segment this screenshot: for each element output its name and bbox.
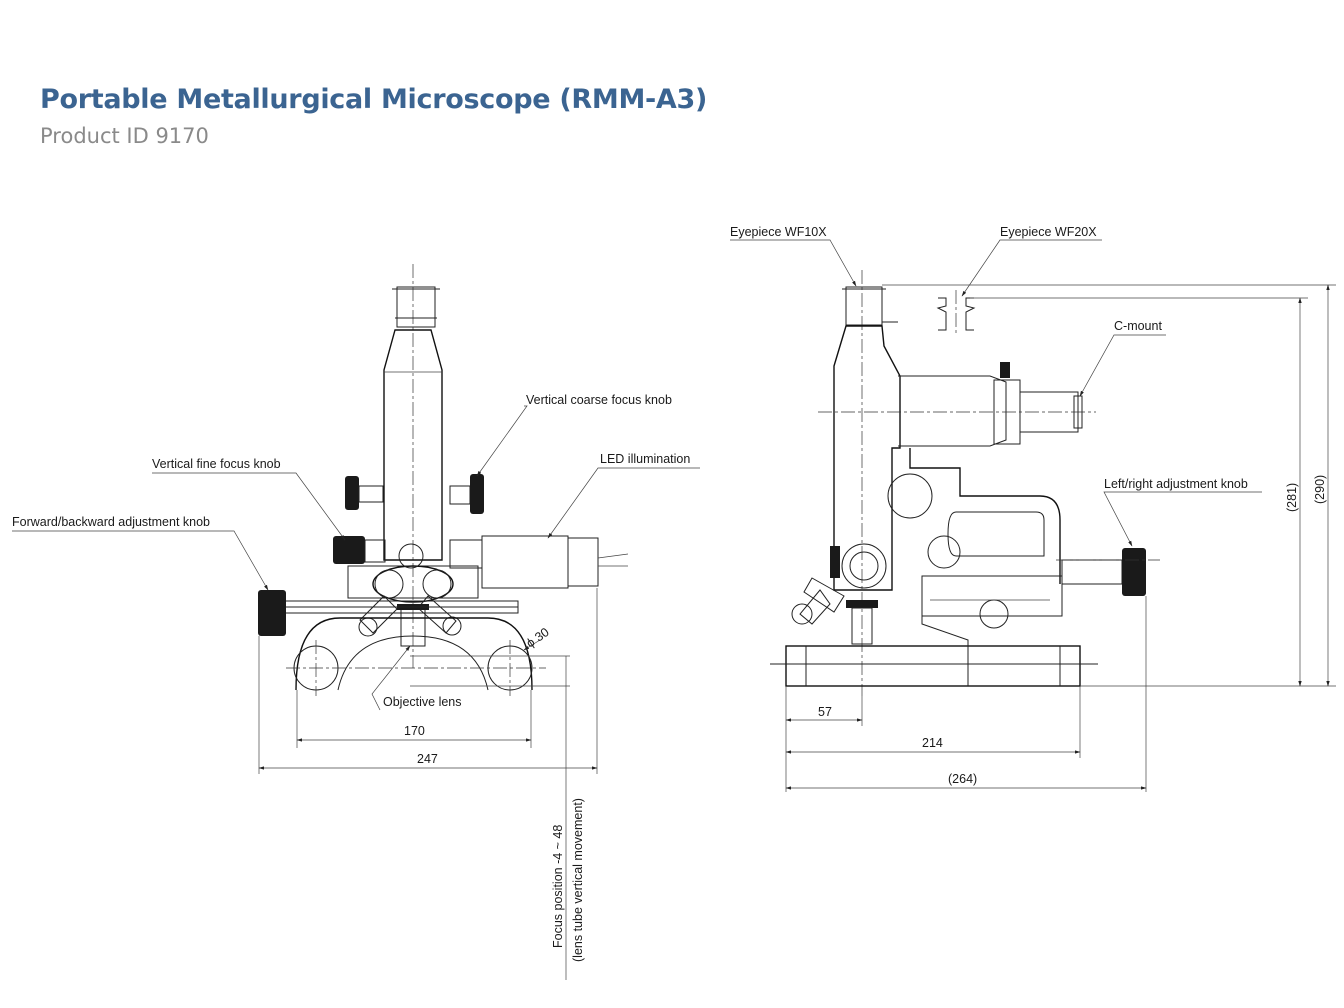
- dim-focus-note: (lens tube vertical movement): [571, 798, 585, 962]
- dim-247: 247: [417, 752, 438, 766]
- side-view: [730, 239, 1336, 792]
- label-eyepiece-wf10x: Eyepiece WF10X: [730, 225, 827, 239]
- dim-57: 57: [818, 705, 832, 719]
- label-fine-focus: Vertical fine focus knob: [152, 457, 281, 471]
- page-title: Portable Metallurgical Microscope (RMM-A…: [40, 84, 708, 115]
- label-led-illumination: LED illumination: [600, 452, 690, 466]
- dim-290: (290): [1313, 475, 1327, 504]
- label-eyepiece-wf20x: Eyepiece WF20X: [1000, 225, 1097, 239]
- dim-170: 170: [404, 724, 425, 738]
- label-objective-lens: Objective lens: [383, 695, 462, 709]
- dim-264: (264): [948, 772, 977, 786]
- dim-phi30: ϕ 30: [524, 625, 552, 650]
- label-coarse-focus: Vertical coarse focus knob: [526, 393, 672, 407]
- dim-focus-position: Focus position -4 ~ 48: [551, 825, 565, 948]
- dim-281: (281): [1285, 483, 1299, 512]
- label-left-right-knob: Left/right adjustment knob: [1104, 477, 1248, 491]
- label-forward-backward-knob: Forward/backward adjustment knob: [12, 515, 210, 529]
- label-c-mount: C-mount: [1114, 319, 1162, 333]
- front-view: [12, 264, 700, 980]
- page-subtitle: Product ID 9170: [40, 124, 209, 148]
- dim-214: 214: [922, 736, 943, 750]
